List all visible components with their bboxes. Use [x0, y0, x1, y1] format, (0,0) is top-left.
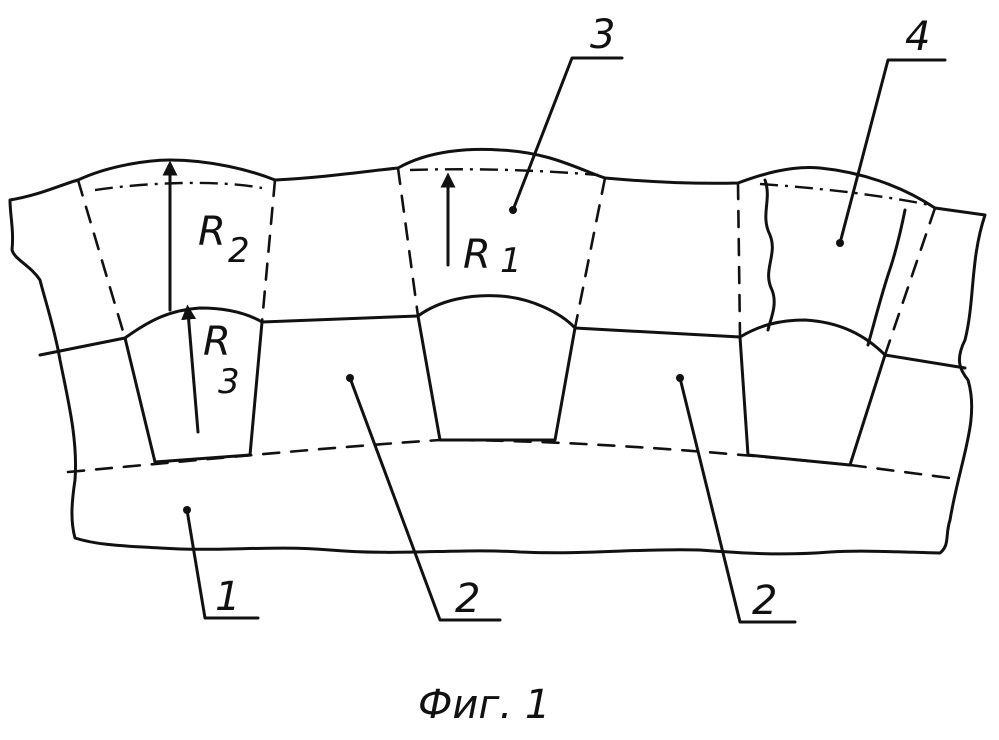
dashdot-arc-left	[95, 183, 262, 190]
label-r2: R	[198, 209, 226, 255]
dashed-ext-3a	[738, 183, 740, 337]
tooth-middle	[418, 316, 575, 440]
dashdot-arc-mid	[410, 169, 598, 175]
leader-2b	[680, 378, 795, 622]
dashed-ext-2b	[575, 178, 605, 328]
label-r1: R	[463, 232, 491, 278]
label-1: 1	[215, 574, 240, 620]
label-4: 4	[905, 14, 930, 60]
label-2b: 2	[752, 578, 777, 624]
label-r3: R	[203, 319, 231, 365]
dashed-ext-1a	[78, 180, 125, 338]
dashed-ext-3b	[885, 208, 935, 355]
leader-3	[513, 58, 622, 210]
wavy-line-right	[868, 210, 905, 345]
dashed-ext-2a	[398, 168, 418, 316]
leader-4	[840, 60, 945, 243]
label-r1-sub: 1	[500, 241, 522, 281]
label-r3-sub: 3	[218, 362, 240, 402]
figure-caption: Фиг. 1	[418, 682, 550, 728]
tooth-right	[740, 337, 885, 465]
dashed-ext-1b	[262, 180, 275, 322]
middle-band-line	[40, 296, 965, 368]
label-2a: 2	[455, 576, 480, 622]
label-r2-sub: 2	[228, 231, 250, 271]
wavy-line-left	[765, 180, 774, 330]
outer-boundary	[10, 149, 985, 554]
label-3: 3	[590, 12, 615, 58]
radius-arrow-r3	[188, 312, 198, 432]
dashdot-arc-right	[760, 184, 930, 205]
